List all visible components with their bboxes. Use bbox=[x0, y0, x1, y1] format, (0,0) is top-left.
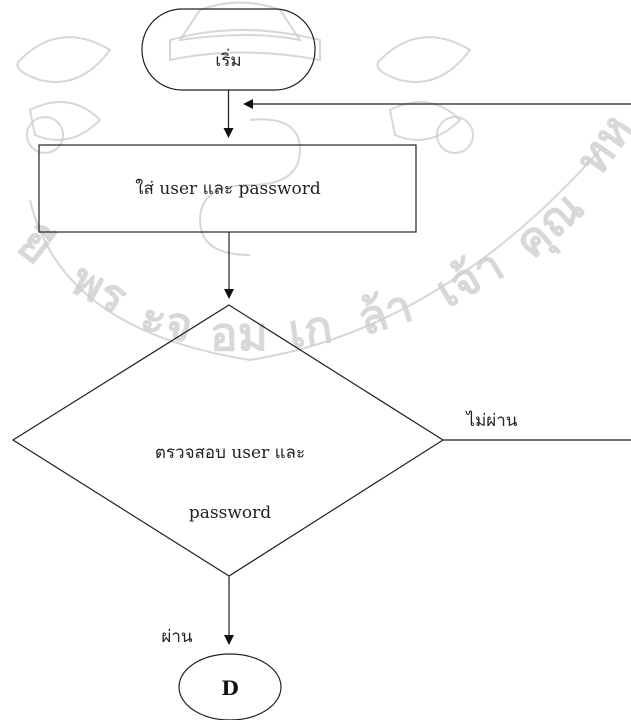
svg-text:คุณ: คุณ bbox=[503, 180, 595, 271]
decision-label-line2: password bbox=[189, 503, 271, 523]
connector-d bbox=[178, 653, 282, 720]
start-label: เริ่ม bbox=[215, 48, 241, 71]
svg-text:อม: อม bbox=[210, 307, 268, 361]
input-process-box bbox=[38, 144, 417, 233]
svg-text:ยี: ยี bbox=[8, 216, 63, 275]
fail-label: ไม่ผ่าน bbox=[465, 410, 518, 431]
svg-text:พร: พร bbox=[62, 251, 136, 325]
connector-label: D bbox=[221, 676, 238, 700]
svg-text:ล้า: ล้า bbox=[351, 278, 419, 346]
pass-label: ผ่าน bbox=[161, 627, 193, 647]
decision-label-line1: ตรวจสอบ user และ bbox=[155, 443, 305, 463]
svg-text:เจ้า: เจ้า bbox=[426, 237, 512, 318]
svg-text:เก: เก bbox=[285, 299, 336, 359]
input-label: ใส่ user และ password bbox=[135, 178, 321, 199]
svg-text:ทห: ทห bbox=[564, 104, 631, 185]
start-terminal bbox=[141, 8, 316, 91]
